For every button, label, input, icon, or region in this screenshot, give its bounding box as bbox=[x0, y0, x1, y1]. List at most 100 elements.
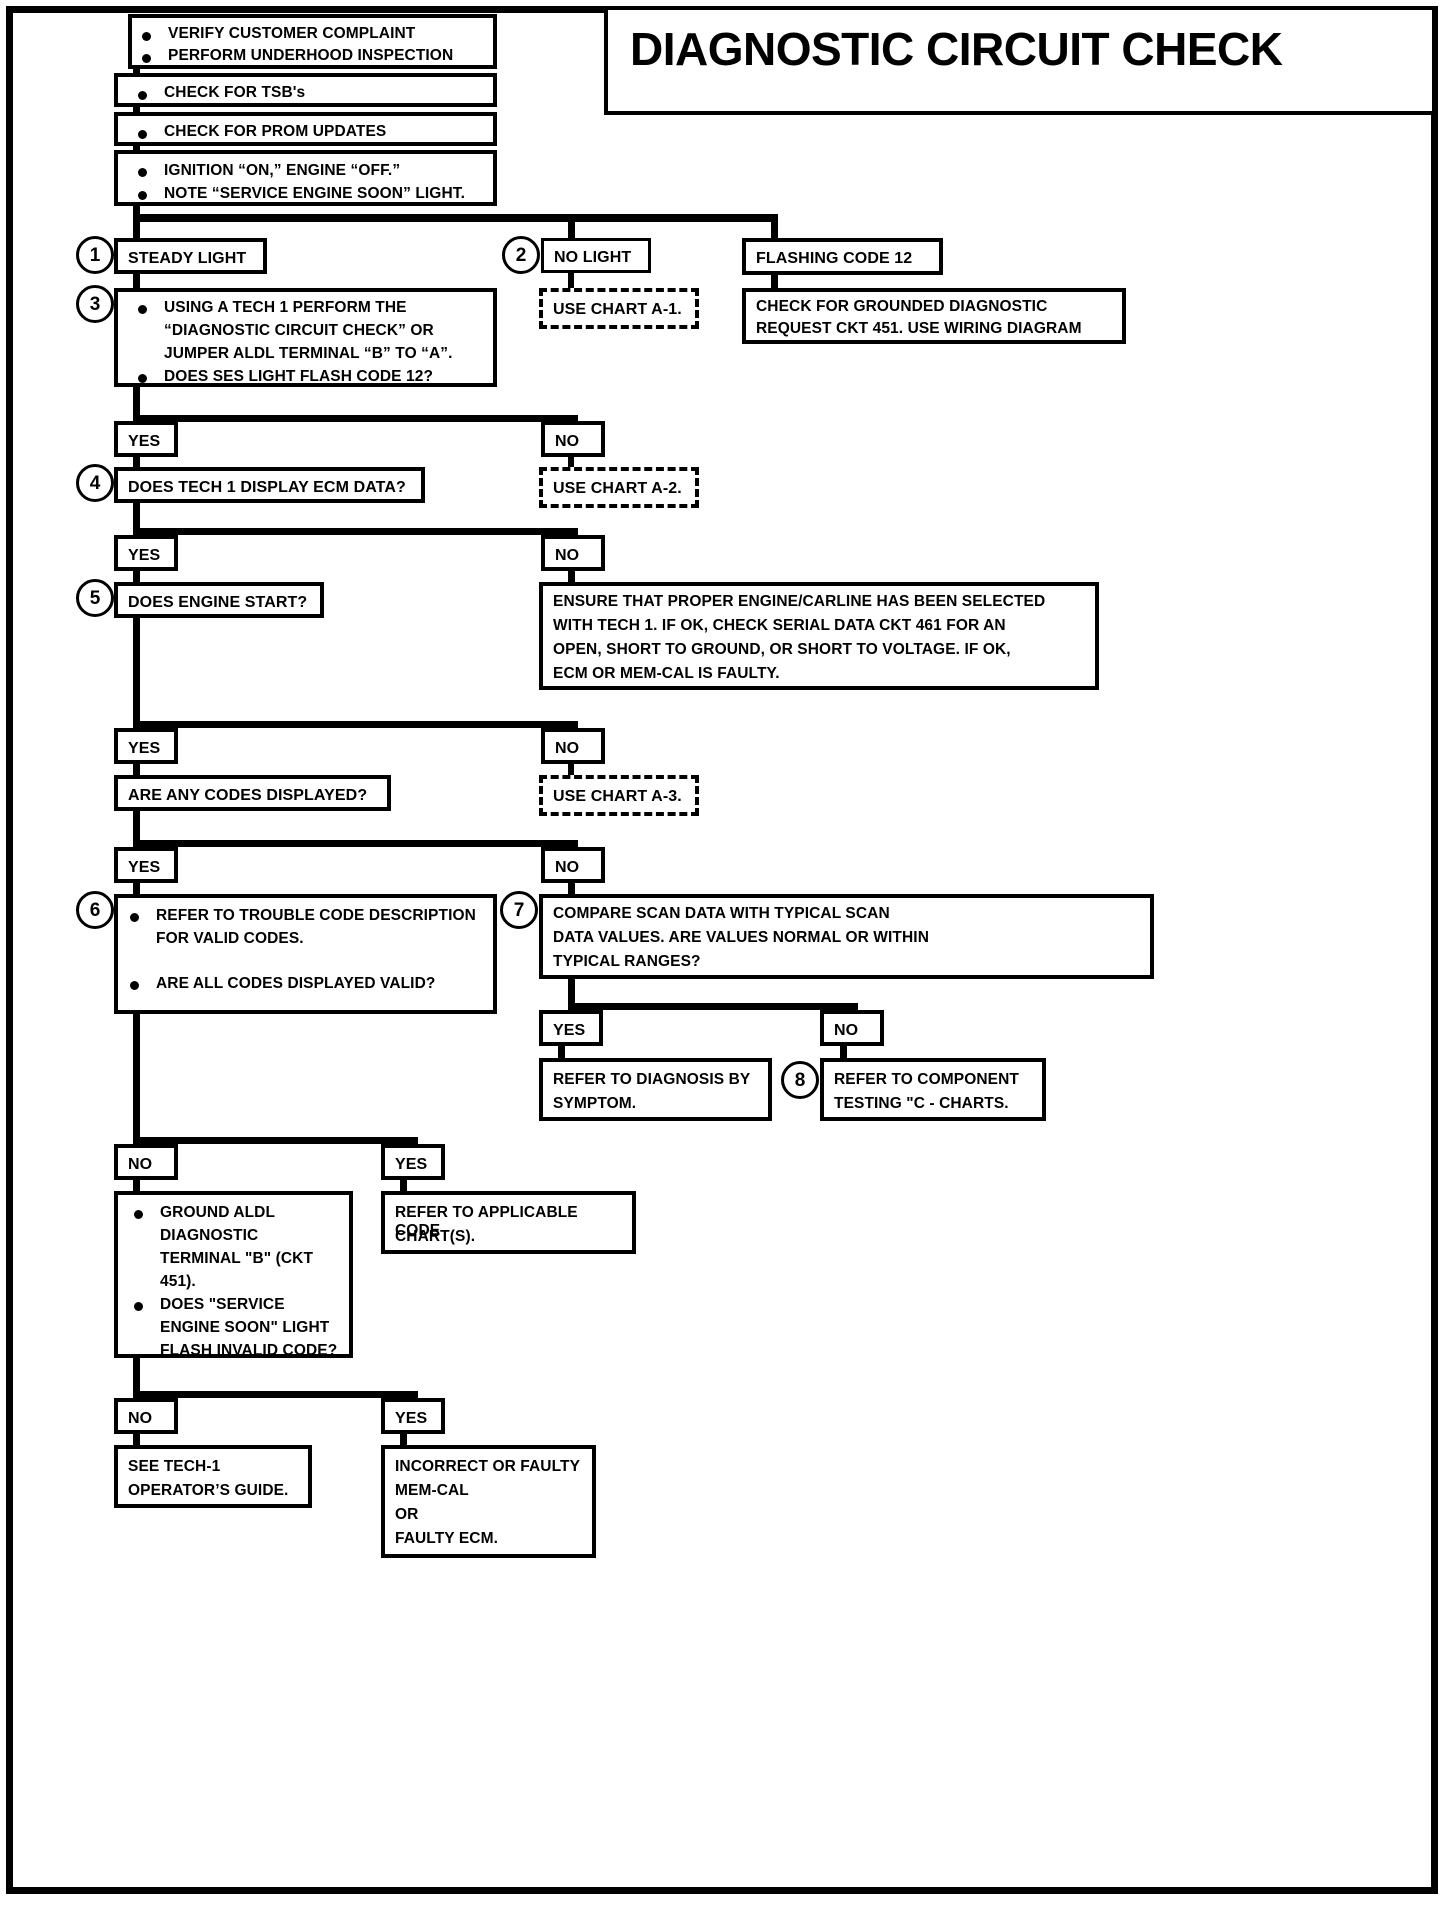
no-5-label: NO bbox=[834, 1022, 859, 1039]
bus-vertical-step4 bbox=[133, 503, 140, 535]
prom-bullet-1: CHECK FOR PROM UPDATES bbox=[130, 121, 489, 143]
no-3-label: NO bbox=[555, 740, 580, 757]
page-title: DIAGNOSTIC CIRCUIT CHECK bbox=[630, 23, 1283, 75]
title-box bbox=[604, 10, 1432, 115]
ensure-line-4: ECM OR MEM-CAL IS FAULTY. bbox=[553, 665, 780, 682]
refer-component-line-2: TESTING "C - CHARTS. bbox=[834, 1095, 1009, 1112]
ground-aldl-line-2: DIAGNOSTIC bbox=[160, 1227, 259, 1244]
grounded-request-line-1: CHECK FOR GROUNDED DIAGNOSTIC bbox=[756, 298, 1048, 315]
bus-horizontal-level2 bbox=[133, 415, 578, 422]
bus-vertical-step7 bbox=[568, 979, 575, 1010]
bus-vertical-step6 bbox=[133, 1014, 140, 1144]
compare-scan-line-3: TYPICAL RANGES? bbox=[553, 953, 701, 970]
compare-scan-line-1: COMPARE SCAN DATA WITH TYPICAL SCAN bbox=[553, 905, 890, 922]
connector-yes4-step6 bbox=[133, 882, 140, 895]
yes-1-label: YES bbox=[128, 433, 161, 450]
bus-horizontal-level6 bbox=[133, 1137, 418, 1144]
bus-vertical-step5 bbox=[133, 618, 140, 728]
node-compare-scan-data: COMPARE SCAN DATA WITH TYPICAL SCAN DATA… bbox=[539, 894, 1154, 979]
node-ensure-proper-carline: ENSURE THAT PROPER ENGINE/CARLINE HAS BE… bbox=[539, 582, 1099, 690]
node-check-tsb: CHECK FOR TSB's bbox=[114, 73, 497, 107]
node-yes-2: YES bbox=[114, 535, 178, 571]
ecm-data-label: DOES TECH 1 DISPLAY ECM DATA? bbox=[128, 479, 406, 496]
step-marker-7: 7 bbox=[500, 891, 538, 929]
verify-bullet-1: VERIFY CUSTOMER COMPLAINT bbox=[134, 23, 489, 45]
tech1-perform-line-3: JUMPER ALDL TERMINAL “B” TO “A”. bbox=[164, 345, 453, 362]
yes-6-label: YES bbox=[395, 1156, 428, 1173]
use-chart-a3-label: USE CHART A-3. bbox=[553, 788, 682, 805]
node-yes-3: YES bbox=[114, 728, 178, 764]
bus-vertical-step3 bbox=[133, 387, 140, 422]
ignition-bullet-2: NOTE “SERVICE ENGINE SOON” LIGHT. bbox=[130, 182, 489, 205]
step-marker-5: 5 bbox=[76, 579, 114, 617]
refer-symptom-line-2: SYMPTOM. bbox=[553, 1095, 637, 1112]
see-tech1-line-2: OPERATOR’S GUIDE. bbox=[128, 1482, 289, 1499]
node-ground-aldl: GROUND ALDL DIAGNOSTIC TERMINAL "B" (CKT… bbox=[114, 1191, 353, 1359]
node-use-chart-a2: USE CHART A-2. bbox=[539, 467, 699, 508]
refer-applicable-line-2: CHART(S). bbox=[395, 1228, 476, 1245]
connector-flashing-grounded bbox=[771, 274, 778, 290]
connector-yes1-step4 bbox=[133, 456, 140, 469]
ground-aldl-line-5: DOES "SERVICE bbox=[160, 1296, 285, 1313]
ground-aldl-line-3: TERMINAL "B" (CKT bbox=[160, 1250, 314, 1267]
bus-horizontal-level7 bbox=[133, 1391, 418, 1398]
connector-yes3-anycodes bbox=[133, 763, 140, 776]
connector-no4-step7 bbox=[568, 882, 575, 895]
refer-trouble-bullet-2: ARE ALL CODES DISPLAYED VALID? bbox=[122, 972, 489, 995]
grounded-request-line-2: REQUEST CKT 451. USE WIRING DIAGRAM bbox=[756, 320, 1082, 337]
connector-no2-ensure bbox=[568, 570, 575, 583]
ground-aldl-line-1: GROUND ALDL bbox=[160, 1204, 276, 1221]
yes-3-label: YES bbox=[128, 740, 161, 757]
bus-horizontal-level5 bbox=[133, 840, 578, 847]
bus-horizontal-level4 bbox=[133, 721, 578, 728]
node-no-6: NO bbox=[114, 1144, 178, 1180]
steady-light-label: STEADY LIGHT bbox=[128, 250, 247, 267]
step-marker-2: 2 bbox=[502, 236, 540, 274]
yes-5-label: YES bbox=[553, 1022, 586, 1039]
connector-yes2-step5 bbox=[133, 570, 140, 583]
node-no-2: NO bbox=[541, 535, 605, 571]
refer-trouble-line-1: REFER TO TROUBLE CODE DESCRIPTION bbox=[156, 907, 476, 924]
use-chart-a1-label: USE CHART A-1. bbox=[553, 301, 682, 318]
no-6-label: NO bbox=[128, 1156, 153, 1173]
connector-yes5-symptom bbox=[558, 1045, 565, 1059]
ignition-bullet-1: IGNITION “ON,” ENGINE “OFF.” bbox=[130, 159, 489, 182]
step-marker-1: 1 bbox=[76, 236, 114, 274]
bus-drop-no2 bbox=[571, 528, 578, 536]
see-tech1-line-1: SEE TECH-1 bbox=[128, 1458, 221, 1475]
ground-aldl-line-7: FLASH INVALID CODE? bbox=[160, 1342, 338, 1359]
node-yes-1: YES bbox=[114, 421, 178, 457]
incorrect-memcal-line-1: INCORRECT OR FAULTY bbox=[395, 1458, 581, 1475]
node-no-light: NO LIGHT bbox=[541, 238, 651, 273]
bus-drop-yes6 bbox=[411, 1137, 418, 1145]
node-flashing-code-12: FLASHING CODE 12 bbox=[742, 238, 943, 275]
no-light-label: NO LIGHT bbox=[554, 249, 632, 266]
use-chart-a2-label: USE CHART A-2. bbox=[553, 480, 682, 497]
step-marker-6: 6 bbox=[76, 891, 114, 929]
step-marker-8: 8 bbox=[781, 1061, 819, 1099]
bus-vertical-groundaldl bbox=[133, 1358, 140, 1398]
no-7-label: NO bbox=[128, 1410, 153, 1427]
node-ecm-data: DOES TECH 1 DISPLAY ECM DATA? bbox=[114, 467, 425, 503]
node-no-7: NO bbox=[114, 1398, 178, 1434]
bus-drop-flashing bbox=[771, 214, 778, 240]
refer-component-line-1: REFER TO COMPONENT bbox=[834, 1071, 1019, 1088]
no-2-label: NO bbox=[555, 547, 580, 564]
refer-symptom-line-1: REFER TO DIAGNOSIS BY bbox=[553, 1071, 751, 1088]
yes-4-label: YES bbox=[128, 859, 161, 876]
connector-steady-step3 bbox=[133, 273, 140, 290]
node-check-prom: CHECK FOR PROM UPDATES bbox=[114, 112, 497, 146]
incorrect-memcal-line-4: FAULTY ECM. bbox=[395, 1530, 499, 1547]
node-any-codes: ARE ANY CODES DISPLAYED? bbox=[114, 775, 391, 811]
node-yes-6: YES bbox=[381, 1144, 445, 1180]
connector-yes7-incorrect bbox=[400, 1433, 407, 1446]
connector-no7-seetech1 bbox=[133, 1433, 140, 1446]
connector-no6-groundaldl bbox=[133, 1179, 140, 1192]
compare-scan-line-2: DATA VALUES. ARE VALUES NORMAL OR WITHIN bbox=[553, 929, 929, 946]
tsb-bullet-1: CHECK FOR TSB's bbox=[130, 82, 489, 104]
node-no-3: NO bbox=[541, 728, 605, 764]
flashing-code-12-label: FLASHING CODE 12 bbox=[756, 250, 913, 267]
ensure-line-1: ENSURE THAT PROPER ENGINE/CARLINE HAS BE… bbox=[553, 593, 1046, 610]
tech1-perform-bullet-1: USING A TECH 1 PERFORM THE “DIAGNOSTIC C… bbox=[130, 296, 489, 365]
